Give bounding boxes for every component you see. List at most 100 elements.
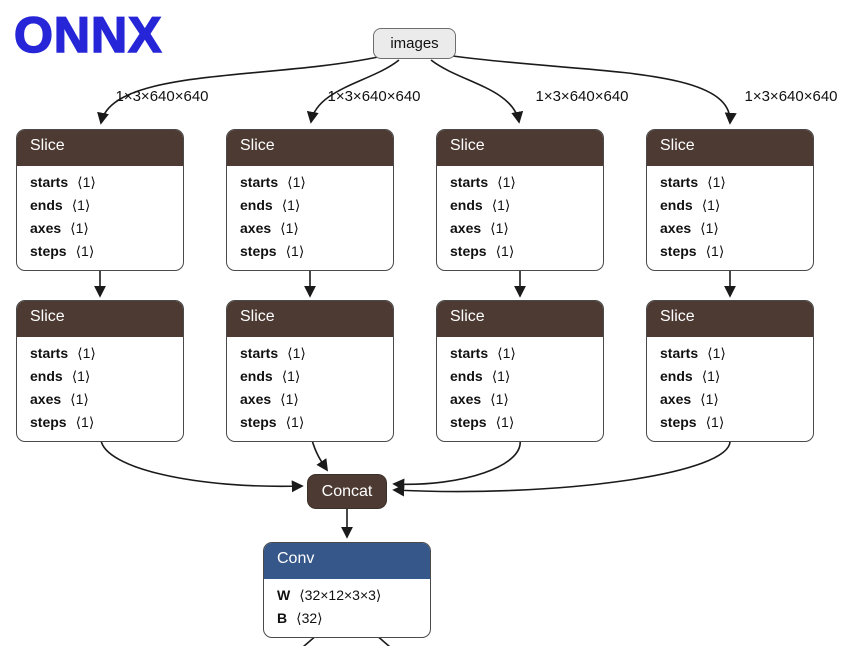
param-value: ⟨1⟩ — [705, 243, 725, 259]
param-name: starts — [660, 174, 699, 190]
concat-node[interactable]: Concat — [307, 474, 387, 509]
param-row: W⟨32×12×3×3⟩ — [264, 584, 430, 607]
slice-node-header: Slice — [227, 301, 393, 337]
param-name: steps — [660, 243, 697, 259]
slice-node-header: Slice — [17, 130, 183, 166]
param-value: ⟨1⟩ — [700, 391, 719, 407]
slice-node-header: Slice — [227, 130, 393, 166]
param-row: ends⟨1⟩ — [647, 365, 813, 388]
param-row: ends⟨1⟩ — [437, 365, 603, 388]
param-row: ends ⟨1⟩ — [17, 365, 183, 388]
param-value: ⟨1⟩ — [705, 414, 725, 430]
param-name: steps — [30, 243, 67, 259]
conv-node[interactable]: Conv W⟨32×12×3×3⟩ B ⟨32⟩ — [263, 542, 431, 638]
param-row: starts⟨1⟩ — [227, 171, 393, 194]
slice-node-header: Slice — [647, 130, 813, 166]
param-name: W — [277, 587, 291, 603]
param-row: ends⟨1⟩ — [17, 194, 183, 217]
param-name: axes — [450, 391, 482, 407]
param-value: ⟨1⟩ — [707, 345, 726, 361]
param-name: B — [277, 610, 288, 626]
param-name: axes — [30, 391, 62, 407]
param-value: ⟨1⟩ — [75, 414, 95, 430]
param-value: ⟨32⟩ — [296, 610, 323, 626]
param-value: ⟨1⟩ — [497, 345, 516, 361]
edge-images-slice4 — [452, 55, 737, 125]
param-name: ends — [30, 368, 63, 384]
param-row: axes ⟨1⟩ — [437, 388, 603, 411]
slice-node-body: starts⟨1⟩ends⟨1⟩axes⟨1⟩steps⟨1⟩ — [647, 166, 813, 270]
param-name: ends — [240, 197, 273, 213]
param-row: B ⟨32⟩ — [264, 607, 430, 630]
input-node-images[interactable]: images — [373, 28, 456, 59]
param-row: steps⟨1⟩ — [647, 411, 813, 434]
param-value: ⟨1⟩ — [707, 174, 726, 190]
param-name: steps — [240, 414, 277, 430]
param-value: ⟨1⟩ — [77, 174, 96, 190]
param-row: axes ⟨1⟩ — [647, 217, 813, 240]
param-name: starts — [240, 345, 279, 361]
edge-slice5-concat — [100, 439, 304, 493]
param-name: axes — [450, 220, 482, 236]
conv-node-header: Conv — [264, 543, 430, 579]
conv-node-body: W⟨32×12×3×3⟩ B ⟨32⟩ — [264, 579, 430, 637]
param-value: ⟨1⟩ — [71, 197, 91, 213]
param-value: ⟨1⟩ — [70, 220, 89, 236]
param-value: ⟨1⟩ — [285, 243, 305, 259]
param-name: steps — [450, 414, 487, 430]
param-row: starts⟨1⟩ — [437, 342, 603, 365]
param-name: ends — [240, 368, 273, 384]
param-name: ends — [450, 368, 483, 384]
param-value: ⟨1⟩ — [280, 220, 299, 236]
edge-images-slice1 — [97, 56, 379, 125]
slice-node-header: Slice — [437, 130, 603, 166]
param-value: ⟨1⟩ — [491, 197, 511, 213]
param-name: starts — [30, 345, 69, 361]
onnx-logo: ONNX — [13, 6, 163, 64]
slice-node-body: starts⟨1⟩ends⟨1⟩axes⟨1⟩steps⟨1⟩ — [647, 337, 813, 441]
param-row: steps⟨1⟩ — [437, 411, 603, 434]
param-row: steps ⟨1⟩ — [227, 411, 393, 434]
param-row: axes⟨1⟩ — [17, 388, 183, 411]
param-row: steps⟨1⟩ — [17, 240, 183, 263]
param-name: axes — [30, 220, 62, 236]
slice-node-body: starts⟨1⟩ends⟨1⟩axes⟨1⟩steps⟨1⟩ — [17, 337, 183, 441]
param-row: starts⟨1⟩ — [17, 171, 183, 194]
slice-node[interactable]: Slice starts⟨1⟩ ends ⟨1⟩ axes⟨1⟩ steps ⟨1⟩ — [436, 129, 604, 271]
param-value: ⟨1⟩ — [285, 414, 305, 430]
edge-images-slice2 — [306, 59, 400, 124]
param-name: steps — [240, 243, 277, 259]
edge-slice6-concat — [311, 439, 328, 472]
param-name: ends — [450, 197, 483, 213]
edge-shape-label: 1×3×640×640 — [115, 88, 209, 105]
param-value: ⟨1⟩ — [71, 368, 91, 384]
param-name: steps — [450, 243, 487, 259]
param-value: ⟨1⟩ — [700, 220, 719, 236]
param-value: ⟨1⟩ — [287, 174, 306, 190]
param-row: ends⟨1⟩ — [227, 194, 393, 217]
param-row: axes ⟨1⟩ — [227, 217, 393, 240]
param-row: starts⟨1⟩ — [17, 342, 183, 365]
param-row: axes⟨1⟩ — [647, 388, 813, 411]
param-row: steps ⟨1⟩ — [227, 240, 393, 263]
param-value: ⟨1⟩ — [701, 197, 721, 213]
param-row: starts⟨1⟩ — [647, 342, 813, 365]
param-value: ⟨1⟩ — [495, 243, 515, 259]
param-row: steps ⟨1⟩ — [647, 240, 813, 263]
param-name: axes — [660, 220, 692, 236]
param-value: ⟨1⟩ — [701, 368, 721, 384]
edge-slice7-concat — [392, 439, 521, 491]
param-row: starts⟨1⟩ — [437, 171, 603, 194]
param-row: axes ⟨1⟩ — [17, 217, 183, 240]
param-value: ⟨1⟩ — [490, 391, 509, 407]
param-name: axes — [240, 220, 272, 236]
param-row: axes⟨1⟩ — [437, 217, 603, 240]
